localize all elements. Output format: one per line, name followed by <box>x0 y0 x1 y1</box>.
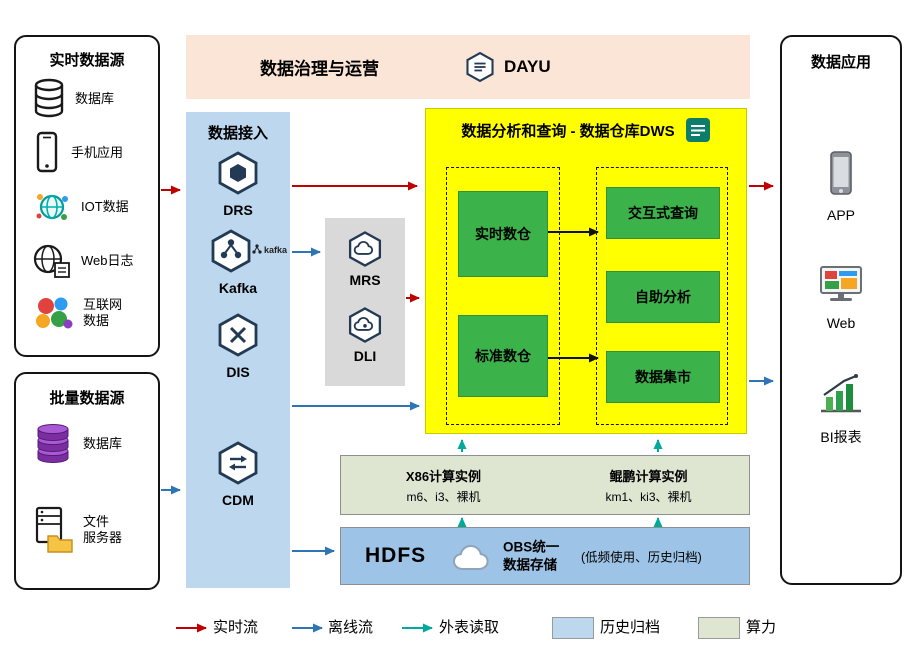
legend-archive-swatch <box>552 617 594 639</box>
source-item-weblog: Web日志 <box>26 235 154 287</box>
realtime-sources-title: 实时数据源 <box>49 52 125 69</box>
realtime-sources-panel: 实时数据源 数据库 手机应用 <box>14 35 160 357</box>
dayu-label: DAYU <box>504 57 551 76</box>
dws-service-group <box>596 167 728 425</box>
source-label: 数据库 <box>83 435 123 451</box>
drs-label: DRS <box>223 202 253 218</box>
source-item-file-server: 文件 服务器 <box>26 498 154 562</box>
storage-panel: HDFS OBS统一 数据存储 (低频使用、历史归档) <box>340 527 750 585</box>
obs-cloud-icon <box>452 544 489 570</box>
legend-offline-flow: 离线流 <box>328 619 374 636</box>
compute-panel: X86计算实例 m6、i3、裸机 鲲鹏计算实例 km1、ki3、裸机 <box>340 455 750 515</box>
governance-title: 数据治理与运营 <box>260 59 379 79</box>
legend-compute-swatch <box>698 617 740 639</box>
source-label: Web日志 <box>81 252 134 268</box>
app-item-bi <box>782 371 900 417</box>
web-browser-icon <box>820 266 862 301</box>
legend-history-archive: 历史归档 <box>600 619 661 636</box>
app-phone-icon <box>830 151 852 195</box>
dli-icon <box>348 307 382 343</box>
ingestion-title: 数据接入 <box>207 125 268 142</box>
app-item-app <box>782 149 900 201</box>
web-log-icon <box>33 244 70 278</box>
applications-panel: 数据应用 APP Web <box>780 35 902 585</box>
source-label: 互联网 数据 <box>83 296 123 328</box>
dws-panel: 数据分析和查询 - 数据仓库DWS 实时数仓 标准数仓 交互式查询 自助分析 数… <box>425 108 747 434</box>
kafka-logo: kafka <box>252 244 287 256</box>
kunpeng-compute: 鲲鹏计算实例 km1、ki3、裸机 <box>546 456 751 514</box>
app-item-web <box>782 261 900 307</box>
source-label: 手机应用 <box>71 144 124 160</box>
source-label: 数据库 <box>75 90 115 106</box>
kafka-icon <box>211 229 251 273</box>
dws-title-row: 数据分析和查询 - 数据仓库DWS <box>426 117 746 143</box>
x86-compute: X86计算实例 m6、i3、裸机 <box>341 456 546 514</box>
processing-panel: MRS DLI <box>325 218 405 386</box>
dayu-logo: DAYU <box>464 51 551 83</box>
mobile-app-icon <box>36 131 58 173</box>
interactive-query-module: 交互式查询 <box>606 187 720 239</box>
legend-realtime-flow: 实时流 <box>213 619 259 636</box>
file-server-icon <box>35 506 73 553</box>
bi-label: BI报表 <box>820 429 862 445</box>
legend-external-read: 外表读取 <box>439 619 500 636</box>
bi-report-icon <box>821 374 861 413</box>
source-item-iot: IOT数据 <box>26 181 154 233</box>
batch-sources-panel: 批量数据源 数据库 <box>14 372 160 590</box>
source-label: IOT数据 <box>81 198 129 214</box>
iot-icon <box>36 194 68 220</box>
drs-icon <box>218 151 258 195</box>
obs-label: OBS统一 数据存储 <box>503 539 560 572</box>
database-stack-icon <box>37 424 69 463</box>
kafka-wordmark: kafka <box>264 245 288 255</box>
standard-warehouse-module: 标准数仓 <box>458 315 548 397</box>
kunpeng-title: 鲲鹏计算实例 <box>609 468 688 484</box>
cdm-icon <box>218 441 258 485</box>
mrs-icon <box>348 231 382 267</box>
obs-note: (低频使用、历史归档) <box>581 550 702 565</box>
x86-specs: m6、i3、裸机 <box>406 489 481 504</box>
app-label: APP <box>826 207 855 223</box>
dli-label: DLI <box>353 348 377 364</box>
kafka-glyph-icon <box>252 244 262 254</box>
kafka-label: Kafka <box>218 280 258 296</box>
hdfs-label: HDFS <box>365 544 427 567</box>
legend-compute-power: 算力 <box>746 619 777 636</box>
ingestion-panel: 数据接入 DRS kafka Kafka DIS <box>186 112 290 588</box>
batch-sources-title: 批量数据源 <box>49 390 125 407</box>
dayu-icon <box>466 51 494 83</box>
applications-title: 数据应用 <box>810 54 871 71</box>
source-item-database: 数据库 <box>26 73 154 125</box>
web-label: Web <box>826 315 856 331</box>
dws-title: 数据分析和查询 - 数据仓库DWS <box>461 122 675 140</box>
database-icon <box>34 78 64 118</box>
source-label: 文件 服务器 <box>83 513 123 545</box>
realtime-warehouse-module: 实时数仓 <box>458 191 548 277</box>
cdm-label: CDM <box>222 492 254 508</box>
mrs-label: MRS <box>349 272 381 288</box>
source-item-mobile: 手机应用 <box>26 127 154 179</box>
governance-banner: 数据治理与运营 DAYU <box>186 35 750 99</box>
data-mart-module: 数据集市 <box>606 351 720 403</box>
dws-warehouse-group <box>446 167 560 425</box>
source-item-internet: 互联网 数据 <box>26 285 154 341</box>
dis-icon <box>218 313 258 357</box>
dws-icon <box>685 118 710 142</box>
dis-label: DIS <box>226 364 250 380</box>
source-item-batch-database: 数据库 <box>26 416 154 472</box>
kunpeng-specs: km1、ki3、裸机 <box>605 489 692 504</box>
x86-title: X86计算实例 <box>405 468 482 484</box>
internet-data-icon <box>36 297 73 329</box>
self-service-analysis-module: 自助分析 <box>606 271 720 323</box>
